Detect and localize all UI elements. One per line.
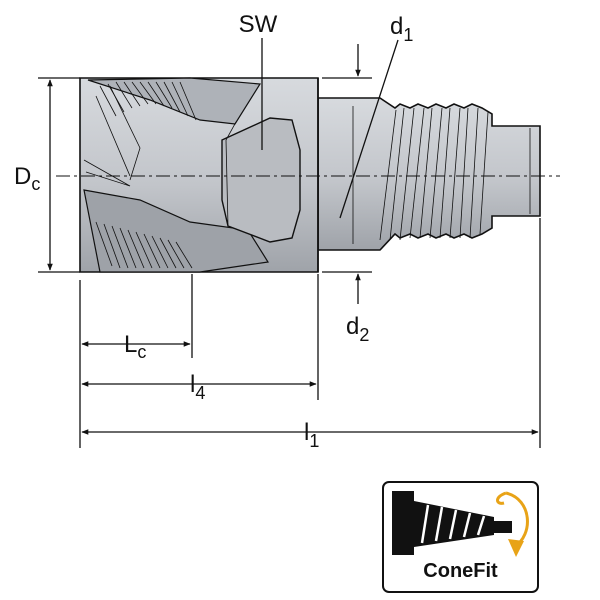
dc-label: Dc bbox=[14, 163, 40, 194]
d2-label: d2 bbox=[346, 313, 369, 345]
cutting-head bbox=[79, 77, 319, 273]
conefit-label: ConeFit bbox=[423, 560, 498, 582]
l4-label: l4 bbox=[190, 371, 205, 403]
lc-label: Lc bbox=[124, 331, 146, 362]
d1-leader bbox=[339, 39, 399, 219]
conefit-badge: ConeFit bbox=[382, 481, 539, 593]
conefit-icon bbox=[392, 491, 529, 557]
d1-label: d1 bbox=[390, 13, 413, 45]
l1-label: l1 bbox=[304, 419, 319, 451]
extension-lines bbox=[38, 77, 541, 448]
threaded-shank bbox=[317, 97, 541, 251]
sw-label: SW bbox=[239, 11, 278, 38]
